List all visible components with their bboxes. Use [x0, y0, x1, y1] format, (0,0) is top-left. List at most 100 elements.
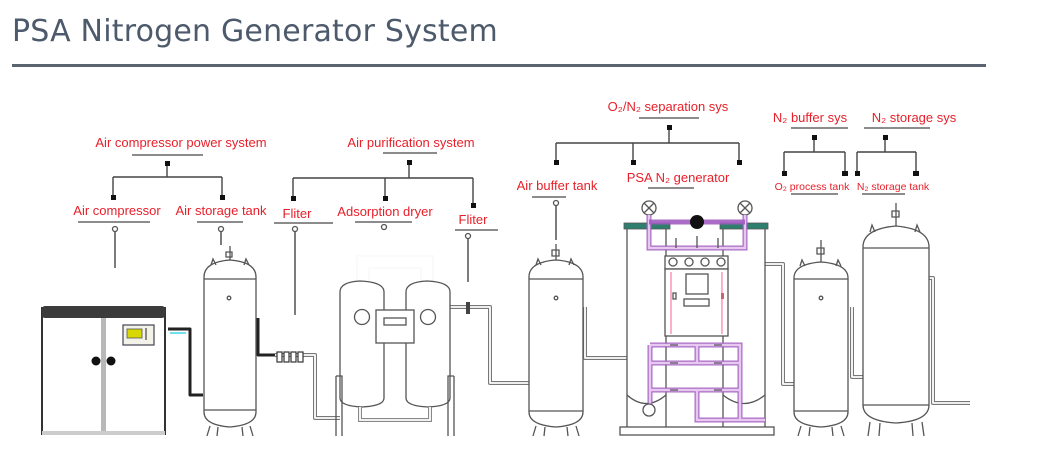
filter-element: [290, 351, 297, 363]
child-label-filter-2: Fliter: [459, 212, 489, 227]
tower-bottoms: [626, 394, 766, 405]
filter-body: [466, 302, 470, 314]
tank-body: [793, 261, 849, 428]
group-label: N₂ buffer sys: [773, 110, 848, 125]
cabinet-window: [685, 273, 709, 295]
valve-spokes: [643, 202, 655, 214]
pipe-valves: [670, 344, 722, 391]
dryer-gauge-left: [353, 308, 371, 326]
tree-branch: [292, 165, 474, 205]
dryer-display: [383, 317, 407, 326]
valve-spokes: [739, 202, 751, 214]
dryer-control-box: [375, 309, 415, 344]
pipe-inner: [356, 255, 434, 282]
pipe-inner: [584, 307, 628, 359]
pointer-dot: [552, 199, 560, 207]
pipe-compressor-to-tank: [168, 327, 203, 397]
child-label-filter-1: Fliter: [283, 206, 313, 221]
tank-legs: [206, 425, 254, 437]
psa-n2-generator: [619, 200, 775, 436]
inline-filter: [466, 302, 470, 314]
dryer-bottom-pipe: [358, 407, 432, 422]
relief-valve: [799, 240, 842, 267]
title-divider: [12, 64, 986, 67]
air-storage-tank: [203, 246, 257, 437]
tank-legs: [867, 421, 925, 437]
pipe-o2-to-n2-tank: [850, 307, 863, 379]
door-handle-right: [106, 356, 116, 366]
air-buffer-tank: [528, 244, 584, 437]
tree-node: [782, 171, 787, 176]
group-n2-storage-sys: N₂ storage sys N₂ storage tank: [855, 110, 957, 195]
child-label-air-buffer-tank: Air buffer tank: [517, 178, 598, 193]
group-o2-n2-separation-sys: O₂/N₂ separation sys Air buffer tank PSA…: [517, 99, 742, 240]
child-label-n2-storage-tank: N₂ storage tank: [857, 181, 930, 193]
compressor-top: [42, 306, 165, 318]
adsorber-tower-left: [626, 226, 667, 431]
pipe-inner: [359, 407, 431, 421]
tank-body: [528, 259, 584, 428]
pipe-generator-to-o2-tank: [765, 262, 796, 386]
pointer-dot: [291, 225, 299, 233]
pipe-inner: [275, 354, 340, 419]
pipe-inner: [368, 267, 422, 282]
tree-node: [667, 125, 672, 130]
compressor-door-seam: [101, 318, 106, 434]
page-title: PSA Nitrogen Generator System: [12, 14, 498, 49]
child-label-adsorption-dryer: Adsorption dryer: [337, 204, 433, 219]
pipe-inner: [928, 277, 970, 404]
cabinet-lock: [672, 292, 677, 300]
group-label: Air purification system: [347, 135, 474, 150]
tree-branch: [856, 140, 917, 172]
adsorption-dryer: [335, 255, 455, 436]
pressure-gauge: [226, 295, 232, 301]
tree-node: [883, 135, 888, 140]
tree-branch: [783, 140, 846, 172]
tree-node: [913, 171, 919, 176]
pressure-gauge: [818, 295, 824, 301]
child-label-psa-n2-generator: PSA N₂ generator: [627, 170, 730, 185]
tree-node: [471, 203, 476, 208]
pipe-to-dryer: [275, 353, 340, 420]
control-screen: [126, 328, 143, 339]
tree-node: [631, 160, 636, 165]
pipe-inner: [765, 263, 796, 385]
tank-legs: [797, 425, 845, 437]
group-air-purification-system: Air purification system Fliter Adsorptio…: [274, 135, 498, 315]
central-valve: [690, 215, 704, 229]
gauge: [700, 257, 710, 267]
group-label: Air compressor power system: [95, 135, 266, 150]
group-n2-buffer-sys: N₂ buffer sys O₂ process tank: [773, 110, 850, 195]
tree-node: [383, 196, 388, 201]
control-indicator: [145, 328, 147, 340]
gauge: [716, 257, 726, 267]
dryer-tower-left: [339, 280, 385, 408]
relief-valve: [535, 244, 575, 266]
small-valves: [675, 236, 719, 248]
relief-valve: [210, 246, 250, 266]
group-label: O₂/N₂ separation sys: [608, 99, 729, 114]
tree-node: [855, 171, 860, 176]
pipe-dryer-to-buffer: [448, 305, 530, 385]
cabinet-label-plate: [683, 298, 710, 307]
pipe-n2-outlet: [928, 276, 970, 405]
tree-node: [737, 160, 742, 165]
pipe-inner: [851, 307, 863, 378]
dryer-tower-right: [405, 280, 451, 408]
filter-element: [297, 351, 304, 363]
dryer-frame: [335, 375, 455, 436]
tree-node: [407, 160, 412, 165]
group-label: N₂ storage sys: [872, 110, 957, 125]
pointer-dot: [217, 225, 225, 233]
tree-node: [220, 195, 225, 200]
pressure-gauge: [553, 295, 559, 301]
filter-element: [283, 351, 290, 363]
child-label-air-compressor: Air compressor: [73, 203, 161, 218]
tree-node: [111, 195, 116, 200]
pipe-inner: [648, 343, 765, 422]
n2-storage-tank: [862, 203, 930, 437]
tank-body: [862, 225, 930, 424]
gauge: [668, 257, 678, 267]
dryer-top-pipe-inner: [368, 267, 422, 282]
pipe-tank-outlet: [256, 318, 275, 357]
